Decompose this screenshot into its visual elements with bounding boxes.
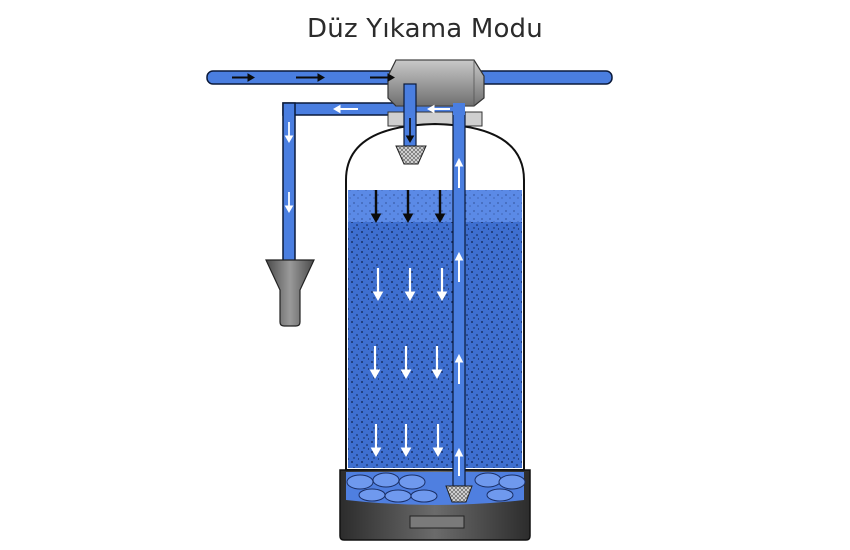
arrow-drain-down-2 bbox=[284, 192, 294, 213]
control-valve bbox=[387, 59, 485, 107]
arrow-up-4 bbox=[454, 447, 464, 476]
riser-up-arrows bbox=[454, 157, 464, 476]
top-distributor bbox=[395, 145, 427, 165]
arrow-media-r1-3 bbox=[436, 268, 448, 302]
arrow-media-r3-1 bbox=[370, 424, 382, 458]
arrow-drain-down-1 bbox=[284, 122, 294, 143]
arrow-water-1 bbox=[370, 190, 382, 224]
arrow-left-1 bbox=[333, 104, 358, 114]
arrow-right-2 bbox=[296, 73, 325, 82]
media-down-arrows bbox=[369, 268, 448, 458]
inlet-down-arrow bbox=[405, 118, 415, 143]
drain-funnel bbox=[265, 259, 315, 327]
arrow-media-r3-2 bbox=[400, 424, 412, 458]
arrow-left-2 bbox=[427, 104, 450, 114]
arrow-up-3 bbox=[454, 353, 464, 384]
arrow-up-1 bbox=[454, 157, 464, 188]
arrow-up-2 bbox=[454, 251, 464, 282]
diagram-title: Düz Yıkama Modu bbox=[307, 14, 543, 44]
arrow-media-r1-2 bbox=[404, 268, 416, 302]
gravel-window bbox=[346, 472, 526, 505]
bottom-distributor bbox=[445, 485, 473, 503]
arrow-right-1 bbox=[232, 73, 255, 82]
water-down-arrows bbox=[370, 190, 446, 224]
arrow-media-r2-3 bbox=[431, 346, 443, 380]
arrow-media-r3-3 bbox=[432, 424, 444, 458]
arrow-media-r1-1 bbox=[372, 268, 384, 302]
drain-down-arrows bbox=[284, 122, 294, 213]
arrow-water-3 bbox=[434, 190, 446, 224]
inlet-flow-arrows bbox=[232, 73, 395, 82]
arrow-media-r2-2 bbox=[400, 346, 412, 380]
arrow-right-3 bbox=[370, 73, 395, 82]
arrow-water-2 bbox=[402, 190, 414, 224]
arrow-media-r2-1 bbox=[369, 346, 381, 380]
drain-flow-arrows bbox=[333, 104, 450, 114]
